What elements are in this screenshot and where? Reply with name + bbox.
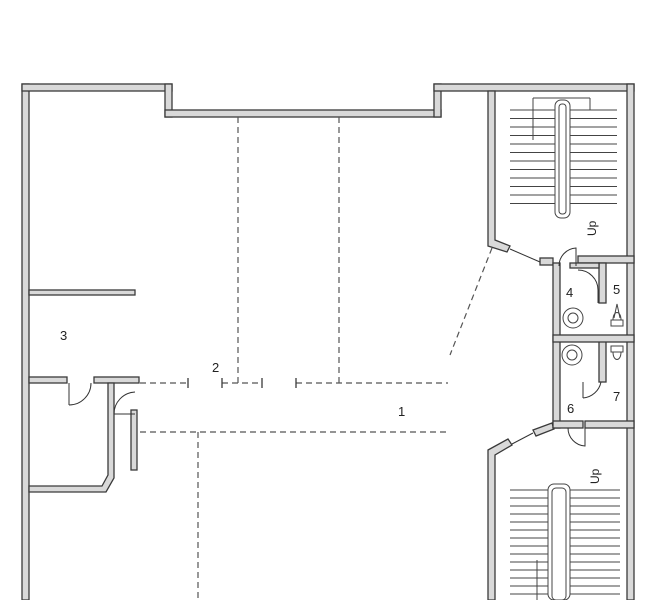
bottom-stair-left-wall	[487, 438, 513, 600]
room-label-6: 6	[567, 401, 574, 416]
top-right-wall	[433, 83, 635, 92]
room-label-2: 2	[212, 360, 219, 375]
bottom-staircase-icon	[510, 483, 620, 600]
sink-icon	[561, 344, 583, 366]
room-label-1: 1	[398, 404, 405, 419]
room-label-3: 3	[60, 328, 67, 343]
restroom-top-wall	[569, 262, 600, 269]
notch-bottom-wall	[164, 109, 442, 118]
fixtures	[561, 303, 624, 366]
top-staircase-icon	[510, 97, 617, 219]
restroom-left-wall	[552, 262, 561, 429]
stair-up-label-top: Up	[585, 220, 599, 236]
top-left-wall	[21, 83, 173, 92]
restroom-divider-bottom	[598, 336, 607, 383]
closet-top-wall-left	[28, 376, 68, 384]
closet-door2-swing-icon	[113, 391, 136, 415]
left-interior-walls	[28, 289, 140, 493]
top-stair-door-jamb	[539, 257, 554, 266]
dashed-lines	[140, 117, 493, 600]
bottom-stair-door-leaf	[511, 432, 534, 445]
room-label-4: 4	[566, 285, 573, 300]
dashed-line-diagonal	[449, 247, 493, 356]
bottom-stair-enclosure	[487, 420, 635, 600]
toilet-icon	[610, 345, 624, 360]
top-stair-door-leaf	[509, 248, 541, 263]
tick-markers	[187, 378, 297, 388]
room-label-7: 7	[613, 389, 620, 404]
restroom7-door-swing-icon	[582, 381, 602, 399]
stair-up-label-bottom: Up	[588, 468, 602, 484]
toilet-icon	[610, 303, 624, 327]
restroom-divider-top	[598, 262, 607, 304]
closet-door-swing-icon	[68, 382, 92, 406]
closet-right-wall	[28, 382, 115, 493]
restroom-middle-wall	[552, 334, 635, 343]
top-stair-door-swing-icon	[558, 247, 577, 267]
top-stair-enclosure	[487, 90, 635, 266]
restroom-core	[552, 262, 635, 429]
top-stair-bottom-wall	[577, 255, 635, 264]
top-stair-left-wall	[487, 90, 511, 253]
closet-door-panel	[130, 409, 138, 471]
doors	[68, 247, 602, 447]
restroom-bottom-wall	[552, 420, 584, 429]
left-exterior-wall	[21, 83, 30, 600]
bottom-stair-door-jamb	[532, 422, 555, 437]
bottom-stair-top-wall	[584, 420, 635, 429]
room3-top-partition	[28, 289, 136, 296]
bottom-stair-door-swing-icon	[567, 427, 586, 447]
closet-top-wall-right	[93, 376, 140, 384]
restroom4-door-swing-icon	[577, 269, 599, 291]
sink-icon	[562, 307, 584, 329]
room-label-5: 5	[613, 282, 620, 297]
